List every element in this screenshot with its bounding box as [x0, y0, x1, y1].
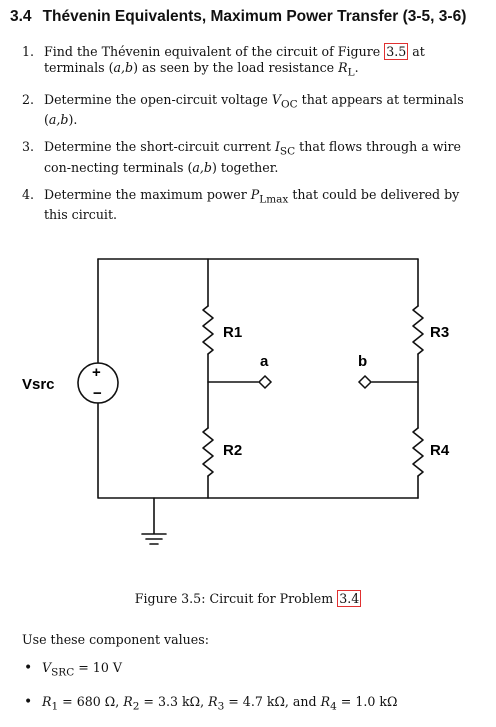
bullet-icon: •	[24, 660, 33, 676]
problem-number: 1.	[22, 44, 35, 59]
bullet-icon: •	[24, 693, 33, 710]
source-label: Vsrc	[22, 376, 55, 393]
resistor-r4-symbol	[412, 427, 424, 477]
terminal-a-label: a	[260, 353, 269, 370]
section-heading: 3.4 Thévenin Equivalents, Maximum Power T…	[10, 8, 466, 26]
problem-number: 3.	[22, 139, 35, 155]
text-run: that flows through a wire con-necting te…	[44, 139, 461, 175]
text-run: Determine the maximum power	[44, 186, 251, 202]
terminal-b-label: b	[358, 353, 367, 370]
math-symbol: R	[123, 693, 133, 709]
text-run: Determine the open-circuit voltage	[44, 91, 272, 107]
resistor-r2-symbol	[202, 427, 214, 477]
problem-text: Find the Thévenin equivalent of the circ…	[44, 43, 482, 81]
text-run: that could be delivered by this circuit.	[44, 186, 460, 223]
source-plus-sign: +	[92, 364, 101, 381]
problem-ref-link[interactable]: 3.4	[337, 590, 362, 607]
text-run: Determine the short-circuit current	[44, 139, 275, 155]
math-subscript: OC	[281, 98, 298, 111]
math-symbol: I	[274, 139, 280, 155]
math-subscript: 3	[217, 700, 225, 713]
math-symbol: R	[208, 693, 218, 709]
math-subscript: SC	[279, 145, 296, 158]
text-run: = 4.7 kΩ, and	[224, 693, 321, 709]
math-symbol: P	[250, 186, 260, 202]
resistor-r3-symbol	[412, 305, 424, 355]
math-terminals: a,b	[192, 159, 212, 175]
resistor-r1-symbol	[202, 305, 214, 355]
r4-label: R4	[430, 442, 450, 459]
math-subscript: 2	[132, 700, 140, 713]
component-values-list: • VSRC = 10 V • R1 = 680 Ω, R2 = 3.3 kΩ,…	[24, 660, 397, 727]
math-symbol: R	[338, 60, 348, 75]
wire-left-lower	[97, 402, 419, 499]
ground-symbol	[141, 497, 167, 545]
text-run: = 680 Ω,	[58, 693, 124, 709]
resistor-values: R1 = 680 Ω, R2 = 3.3 kΩ, R3 = 4.7 kΩ, an…	[42, 694, 397, 715]
problem-number: 2.	[22, 91, 35, 107]
text-run: ) as seen by the load resistance	[133, 60, 339, 75]
problem-item-4: 4. Determine the maximum power PLmax tha…	[22, 187, 482, 224]
terminal-a-node	[257, 374, 273, 390]
caption-text: Figure 3.5: Circuit for Problem	[134, 591, 338, 606]
section-number: 3.4	[10, 8, 32, 25]
text-run: Find the Thévenin equivalent of the circ…	[44, 44, 385, 59]
math-subscript: Lmax	[259, 193, 289, 206]
r1-label: R1	[223, 324, 242, 341]
math-symbol: R	[42, 693, 52, 709]
problem-item-2: 2. Determine the open-circuit voltage VO…	[22, 92, 482, 129]
r2-label: R2	[223, 442, 242, 459]
text-run: ).	[68, 112, 78, 128]
problem-number: 4.	[22, 186, 35, 202]
text-run: .	[354, 60, 359, 75]
section-title: Thévenin Equivalents, Maximum Power Tran…	[42, 8, 467, 25]
math-symbol: R	[320, 693, 331, 709]
problem-text: Determine the short-circuit current ISC …	[44, 139, 482, 176]
text-run: that appears at terminals (	[44, 91, 464, 128]
problem-item-1: 1. Find the Thévenin equivalent of the c…	[22, 43, 482, 81]
math-subscript: SRC	[51, 666, 75, 679]
math-terminals: a,b	[113, 60, 134, 75]
math-subscript: L	[347, 66, 355, 79]
terminal-b-node	[357, 374, 373, 390]
figure-ref-link[interactable]: 3.5	[384, 43, 409, 60]
math-terminals: a,b	[48, 112, 69, 128]
list-item: • R1 = 680 Ω, R2 = 3.3 kΩ, R3 = 4.7 kΩ, …	[24, 694, 397, 715]
problem-item-3: 3. Determine the short-circuit current I…	[22, 139, 482, 176]
text-run: = 10 V	[74, 660, 122, 675]
problem-list: 1. Find the Thévenin equivalent of the c…	[22, 43, 482, 234]
list-item: • VSRC = 10 V	[24, 660, 397, 681]
circuit-diagram: Vsrc + − R1 R2 R3 R4 a b	[22, 258, 450, 545]
values-intro: Use these component values:	[22, 632, 209, 647]
problem-text: Determine the open-circuit voltage VOC t…	[44, 92, 482, 129]
text-run: ) together.	[212, 159, 279, 175]
problem-text: Determine the maximum power PLmax that c…	[44, 187, 482, 224]
vsrc-value: VSRC = 10 V	[42, 660, 122, 681]
text-run: at terminals (	[44, 44, 425, 75]
text-run: = 3.3 kΩ,	[139, 693, 209, 709]
text-run: = 1.0 kΩ	[336, 693, 398, 709]
math-subscript: 4	[330, 700, 337, 713]
source-minus-sign: −	[93, 385, 102, 402]
math-symbol: V	[271, 91, 281, 107]
figure-caption: Figure 3.5: Circuit for Problem 3.4	[0, 590, 496, 607]
math-symbol: V	[42, 660, 52, 675]
math-subscript: 1	[51, 700, 59, 713]
r3-label: R3	[430, 324, 449, 341]
